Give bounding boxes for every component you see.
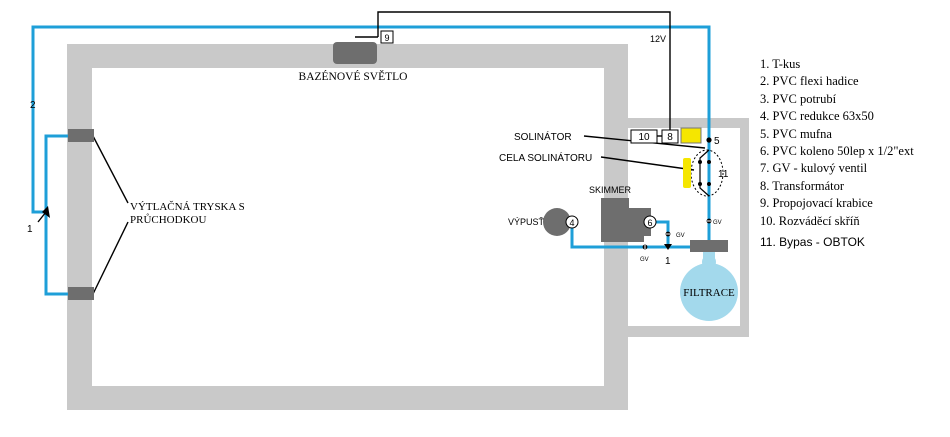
legend-item: 2. PVC flexi hadice [760,74,859,89]
marker-4-circle [565,215,579,229]
jet-upper [68,129,94,142]
flexi-hose-top [31,25,711,214]
label-drain: VÝPUSŤ [508,217,545,227]
ball-valve-drain: GV [640,244,649,263]
bypass-valve-2 [707,160,711,164]
legend-item: 8. Transformátor [760,178,845,193]
label-skimmer: SKIMMER [589,185,632,195]
label-jets: VÝTLAČNÁ TRYSKA S [130,201,245,213]
bypass-valve-4 [707,182,711,186]
label-solinator-cell: CELA SOLINÁTORU [499,151,592,164]
jet-branch-lower [44,212,68,296]
legend-item: 10. Rozváděcí skříň [760,213,860,228]
transformer [661,129,679,144]
wire-jet-2 [92,221,129,295]
pool-light [333,42,377,64]
solinator-unit [680,127,702,144]
label-light: BAZÉNOVÉ SVĚTLO [299,69,408,83]
marker-6: 6 [647,218,652,228]
wire-cell [600,156,695,171]
legend-item: 9. Propojovací krabice [760,196,873,211]
jet-branch [44,134,68,212]
legend-item: 5. PVC mufna [760,126,832,141]
marker-11: 11 [718,169,729,180]
label-jets-2: PRŮCHODKOU [130,213,206,226]
solinator-cell [683,158,691,188]
marker-5: 5 [714,136,720,147]
junction-box [380,30,394,44]
label-voltage: 12V [650,34,666,44]
svg-text:GV: GV [640,257,649,263]
tee-piece-suction [664,244,672,250]
marker-6-circle [643,215,657,229]
label-solinator: SOLINÁTOR [514,130,572,143]
ball-valve-riser: GV [706,218,722,226]
marker-8: 8 [667,132,673,143]
pipes [31,25,711,296]
marker-1-left: 1 [27,224,33,235]
wire-light [377,11,671,130]
legend: 1. T-kus 2. PVC flexi hadice 3. PVC potr… [760,56,950,251]
marker-4: 4 [569,218,574,228]
marker-10: 10 [638,132,650,143]
legend-item: 11. Bypas - OBTOK [760,235,865,250]
legend-item: 4. PVC redukce 63x50 [760,109,874,124]
wire-jet-1 [92,135,129,204]
legend-item: 3. PVC potrubí [760,91,837,106]
bypass-valve-3 [698,182,702,186]
jet-lower [68,287,94,300]
skimmer-line [656,220,670,247]
sleeve [706,137,712,143]
drain [543,208,571,236]
pool-wall [67,44,628,410]
distribution-box [630,129,658,144]
filter-tank [680,263,738,321]
ball-valve-skimmer: GV [665,231,685,239]
svg-text:GV: GV [676,233,685,239]
marker-1-suction: 1 [665,256,671,267]
svg-text:GV: GV [713,220,722,226]
label-filter: FILTRACE [683,287,735,299]
marker-9: 9 [384,33,389,43]
marker-2: 2 [30,100,36,111]
bypass-pipe [699,149,710,197]
pump [690,240,728,252]
skimmer-base [624,232,644,242]
suction-line [570,222,691,249]
legend-item: 6. PVC koleno 50lep x 1/2"ext [760,144,914,159]
bypass-valve-1 [698,160,702,164]
tee-piece [42,206,50,218]
legend-item: 7. GV - kulový ventil [760,161,868,176]
legend-item: 1. T-kus [760,57,801,71]
